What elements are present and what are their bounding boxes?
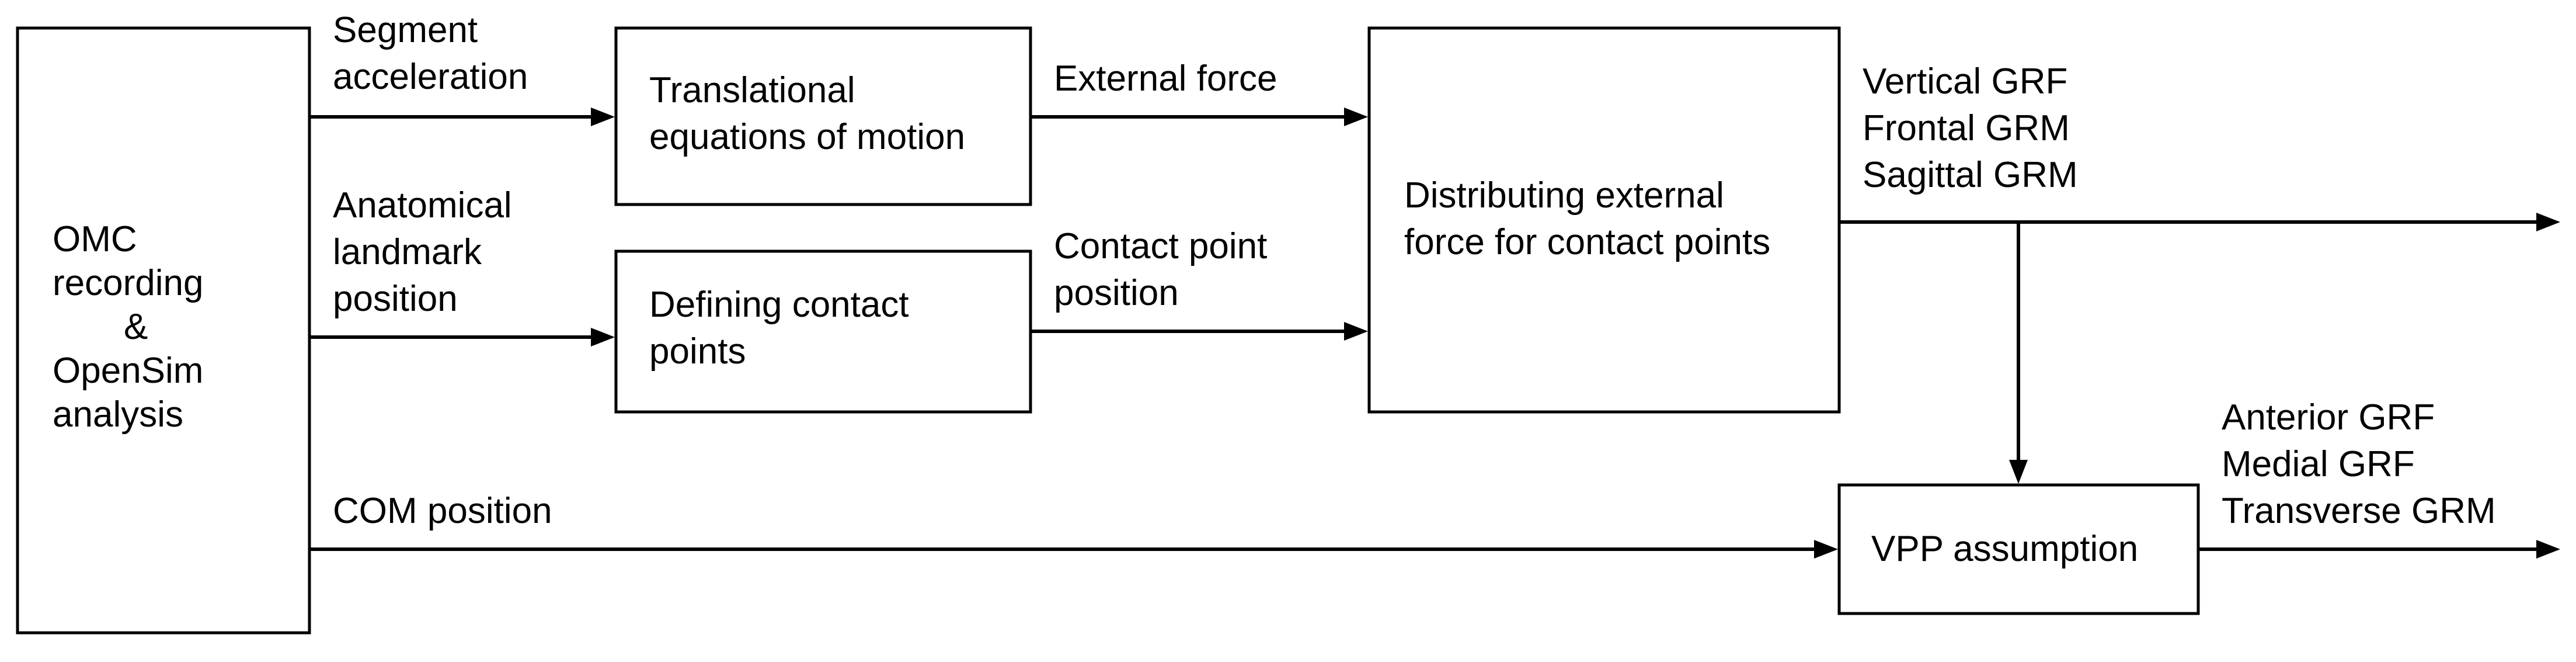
anatomical-landmark-connector <box>309 328 615 346</box>
com-position-connector <box>309 540 1838 559</box>
anatomical-landmark-label: Anatomical landmark position <box>333 185 522 319</box>
external-force-label: External force <box>1054 58 1277 99</box>
omc-block: OMC recording & OpenSim analysis <box>16 26 311 635</box>
translational-block: Translational equations of motion <box>614 26 1032 206</box>
horizontal-outputs-label: Anterior GRF Medial GRF Transverse GRM <box>2222 397 2496 531</box>
omc-block-label: OMC recording & OpenSim analysis <box>53 219 214 435</box>
distributing-output-connector <box>1839 213 2560 231</box>
distributing-block: Distributing external force for contact … <box>1367 26 1841 414</box>
contact-points-block: Defining contact points <box>614 249 1032 414</box>
segment-acceleration-connector <box>309 108 615 126</box>
com-position-label: COM position <box>333 491 552 531</box>
distributing-block-label: Distributing external force for contact … <box>1404 175 1770 262</box>
vpp-branch-connector <box>2009 222 2028 484</box>
contact-point-position-label: Contact point position <box>1054 226 1277 313</box>
vpp-block: VPP assumption <box>1837 483 2200 615</box>
vertical-outputs-label: Vertical GRF Frontal GRM Sagittal GRM <box>1863 61 2080 195</box>
vpp-block-label: VPP assumption <box>1871 529 2138 569</box>
external-force-connector <box>1031 108 1368 126</box>
translational-block-label: Translational equations of motion <box>649 70 965 157</box>
contact-points-block-label: Defining contact points <box>649 285 919 372</box>
vpp-output-connector <box>2198 540 2560 559</box>
contact-point-position-connector <box>1031 322 1368 341</box>
segment-acceleration-label: Segment acceleration <box>333 10 528 97</box>
